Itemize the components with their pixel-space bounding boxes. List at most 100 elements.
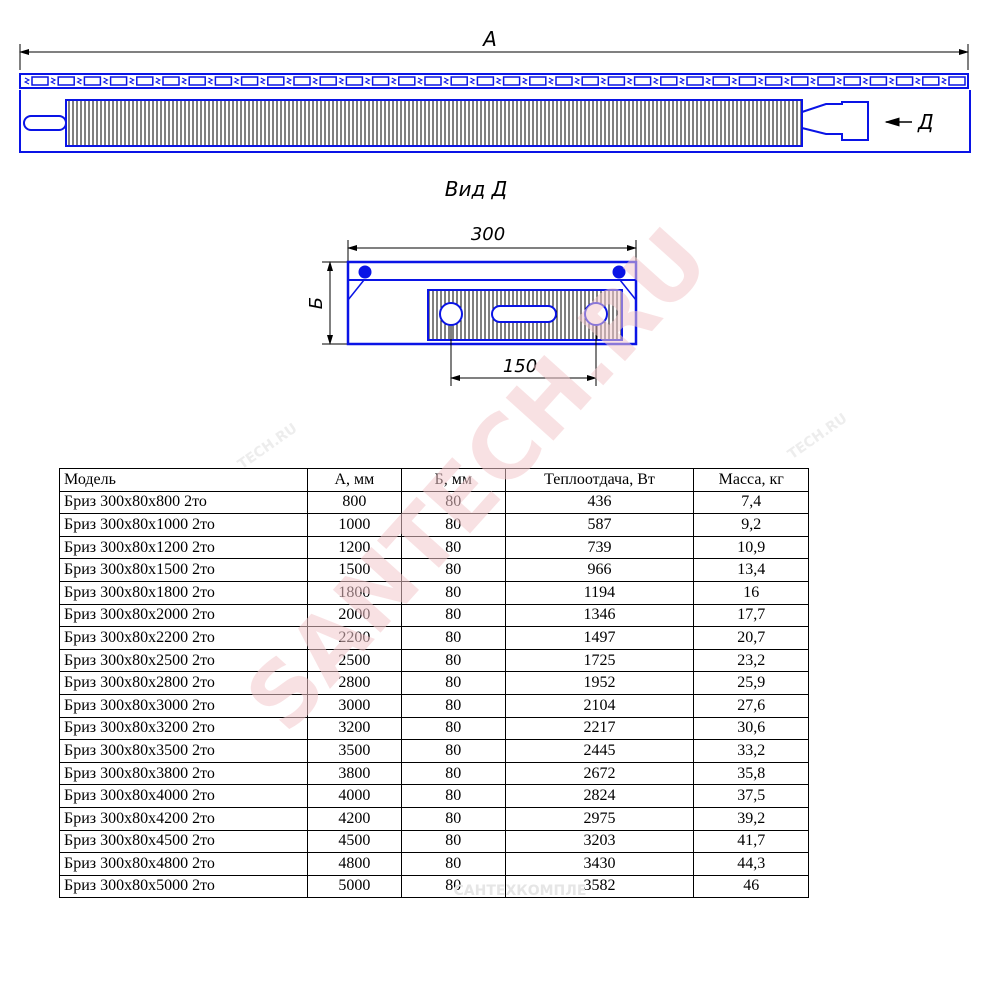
cell-heat-output: 2104 [504, 693, 695, 718]
cell-mass: 41,7 [693, 829, 809, 854]
grille-slot [102, 76, 128, 86]
grille-slot [50, 76, 75, 86]
cell-height-b: 80 [400, 716, 506, 741]
grille-slot [495, 76, 521, 86]
cell-height-b: 80 [400, 829, 506, 854]
dimension-width: 300 [347, 224, 637, 262]
header-b: Б, мм [400, 468, 506, 492]
cell-model: Бриз 300x80x2800 2то [59, 671, 308, 695]
cell-model: Бриз 300x80x4800 2то [59, 852, 308, 876]
cell-model: Бриз 300x80x1500 2то [59, 558, 308, 582]
cell-height-b: 80 [400, 852, 506, 876]
cell-model: Бриз 300x80x3200 2то [59, 716, 308, 741]
cell-heat-output: 1725 [504, 648, 695, 673]
grille-slot [521, 76, 547, 86]
cell-heat-output: 2445 [504, 739, 695, 763]
grille-slot [364, 76, 390, 86]
cell-model: Бриз 300x80x2200 2то [59, 626, 308, 650]
cell-heat-output: 3582 [504, 874, 695, 899]
dimension-width-label: 300 [471, 224, 505, 245]
cell-length-a: 3500 [306, 739, 402, 763]
cell-mass: 39,2 [693, 806, 809, 831]
grille-slot [678, 76, 704, 86]
cell-model: Бриз 300x80x4500 2то [59, 829, 308, 854]
cell-length-a: 1000 [306, 513, 402, 537]
cell-mass: 16 [693, 580, 809, 605]
cell-model: Бриз 300x80x1200 2то [59, 535, 308, 560]
cell-height-b: 80 [400, 671, 506, 695]
specs-table: Модель А, мм Б, мм Теплоотдача, Вт Масса… [59, 468, 809, 899]
header-a: А, мм [306, 468, 402, 492]
grille-slot [574, 76, 599, 86]
cell-height-b: 80 [400, 535, 506, 560]
cell-height-b: 80 [400, 693, 506, 718]
radiator-end-view [346, 260, 638, 346]
view-title: Вид Д [445, 177, 508, 201]
cell-mass: 13,4 [693, 558, 809, 582]
grille-slot [705, 76, 730, 86]
cell-height-b: 80 [400, 806, 506, 831]
grille-slot [757, 76, 783, 86]
cell-mass: 25,9 [693, 671, 809, 695]
cell-length-a: 1800 [306, 580, 402, 605]
dimension-height-label: Б [306, 297, 327, 309]
cell-mass: 46 [693, 874, 809, 899]
radiator-drawing: А Д Вид Д 300 Б [19, 27, 971, 386]
cell-height-b: 80 [400, 490, 506, 515]
cell-length-a: 2000 [306, 603, 402, 628]
cell-mass: 33,2 [693, 739, 809, 763]
cell-model: Бриз 300x80x3800 2то [59, 761, 308, 786]
grille-slot [783, 76, 809, 86]
grille-slot [914, 76, 940, 86]
cell-height-b: 80 [400, 580, 506, 605]
grille-slot [836, 76, 861, 86]
grille-slot [862, 76, 888, 86]
cell-height-b: 80 [400, 603, 506, 628]
grille-slot [181, 76, 206, 86]
cell-heat-output: 1346 [504, 603, 695, 628]
grille-slot [154, 76, 180, 86]
cell-model: Бриз 300x80x4200 2то [59, 806, 308, 831]
cell-height-b: 80 [400, 739, 506, 763]
cell-heat-output: 2217 [504, 716, 695, 741]
header-model: Модель [59, 468, 308, 492]
cell-length-a: 3000 [306, 693, 402, 718]
dimension-spacing-label: 150 [503, 356, 537, 377]
cell-length-a: 2800 [306, 671, 402, 695]
cell-length-a: 1500 [306, 558, 402, 582]
cell-mass: 20,7 [693, 626, 809, 650]
cell-mass: 17,7 [693, 603, 809, 628]
cell-height-b: 80 [400, 874, 506, 899]
grille-slot [207, 76, 233, 86]
grille-slot [600, 76, 626, 86]
grille-slot [469, 76, 495, 86]
cell-heat-output: 587 [504, 513, 695, 537]
grille-slot [259, 76, 285, 86]
grille-slot [76, 76, 102, 86]
cell-length-a: 3800 [306, 761, 402, 786]
grille-slot [443, 76, 468, 86]
cell-length-a: 4000 [306, 784, 402, 808]
cell-heat-output: 966 [504, 558, 695, 582]
cell-model: Бриз 300x80x2500 2то [59, 648, 308, 673]
grille-slot [547, 76, 573, 86]
cell-length-a: 2500 [306, 648, 402, 673]
cell-length-a: 2200 [306, 626, 402, 650]
dimension-height: Б [306, 261, 348, 345]
grille-slot [888, 76, 914, 86]
